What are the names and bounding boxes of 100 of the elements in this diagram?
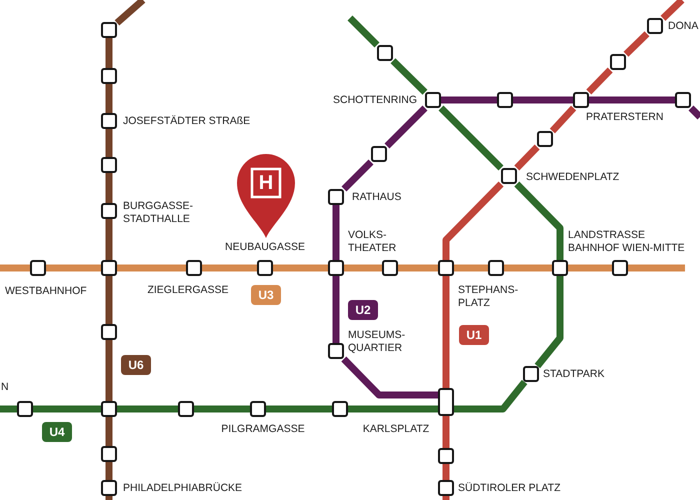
metro-line — [332, 205, 340, 260]
metro-line — [586, 68, 613, 94]
metro-line — [513, 96, 573, 104]
metro-line — [660, 0, 684, 21]
metro-line — [454, 264, 488, 272]
station-name: PHILADELPHIABRÜCKE — [123, 482, 242, 495]
station-marker — [425, 92, 441, 108]
station-marker — [573, 92, 589, 108]
metro-line — [106, 276, 112, 324]
metro-line — [504, 264, 552, 272]
station-marker — [250, 401, 266, 417]
metro-line — [348, 16, 380, 48]
station-name: MUSEUMS- QUARTIER — [348, 329, 406, 355]
metro-line — [344, 264, 382, 272]
station-marker — [501, 168, 517, 184]
station-marker — [101, 446, 117, 462]
metro-line — [442, 416, 450, 448]
station-marker — [328, 343, 344, 359]
station-name: SCHOTTENRING — [333, 94, 417, 107]
hotel-pin: H — [237, 154, 295, 238]
station-marker — [332, 401, 348, 417]
station-name: KARLSPLATZ — [362, 423, 430, 436]
metro-line — [117, 264, 186, 272]
station-name: N — [1, 381, 9, 394]
station-marker — [186, 260, 202, 276]
line-badge: U1 — [459, 325, 489, 345]
metro-line — [266, 406, 332, 412]
metro-line — [106, 129, 112, 157]
line-badge: U6 — [121, 355, 151, 375]
station-name: LANDSTRASSE BAHNHOF WIEN-MITTE — [568, 229, 686, 255]
station-marker — [438, 388, 454, 416]
metro-line — [117, 406, 178, 412]
station-marker — [382, 260, 398, 276]
metro-line — [341, 356, 438, 398]
metro-line — [106, 496, 112, 500]
station-marker — [438, 260, 454, 276]
station-name: STADTPARK — [543, 368, 604, 381]
metro-line — [106, 462, 112, 480]
station-marker — [371, 146, 387, 162]
metro-line — [514, 144, 540, 170]
station-marker — [523, 366, 539, 382]
metro-line — [624, 31, 650, 57]
metro-line — [550, 106, 576, 134]
station-marker — [101, 401, 117, 417]
station-marker — [610, 54, 626, 70]
station-marker — [612, 260, 628, 276]
metro-line — [398, 264, 438, 272]
station-marker — [101, 22, 117, 38]
line-badge: U3 — [251, 285, 281, 305]
station-name: JOSEFSTÄDTER STRAßE — [123, 115, 250, 128]
station-marker — [17, 401, 33, 417]
station-name: SCHWEDENPLATZ — [526, 171, 620, 184]
metro-line — [442, 276, 450, 388]
station-name: NEUBAUGASSE — [225, 241, 305, 254]
station-marker — [488, 260, 504, 276]
metro-line — [454, 380, 528, 412]
metro-line — [332, 276, 340, 343]
station-name: PRATERSTERN — [586, 111, 664, 124]
station-marker — [101, 480, 117, 496]
metro-line — [114, 0, 146, 26]
metro-line — [534, 276, 564, 368]
station-marker — [101, 203, 117, 219]
station-marker — [377, 45, 393, 61]
metro-line — [442, 182, 504, 260]
metro-line — [589, 96, 675, 104]
station-marker — [438, 448, 454, 464]
metro-line — [438, 106, 504, 170]
metro-line — [0, 264, 30, 272]
station-marker — [537, 131, 553, 147]
station-marker — [30, 260, 46, 276]
station-marker — [178, 401, 194, 417]
metro-line — [273, 264, 328, 272]
metro-line — [106, 38, 112, 68]
station-name: STEPHANS- PLATZ — [458, 284, 520, 310]
metro-line — [348, 406, 438, 412]
line-badge: U2 — [348, 300, 378, 320]
metro-line — [106, 219, 112, 260]
station-name: RATHAUS — [352, 191, 402, 204]
station-marker — [675, 92, 691, 108]
metro-line — [194, 406, 250, 412]
metro-line — [46, 264, 101, 272]
station-marker — [101, 68, 117, 84]
metro-line — [33, 406, 101, 412]
station-marker — [438, 480, 454, 496]
station-marker — [552, 260, 568, 276]
metro-line — [688, 106, 700, 120]
station-name: VOLKS- THEATER — [348, 229, 398, 255]
metro-line — [0, 406, 17, 412]
metro-line — [442, 496, 450, 500]
metro-line — [441, 96, 497, 104]
metro-line — [202, 264, 257, 272]
station-marker — [101, 324, 117, 340]
metro-line — [568, 264, 612, 272]
station-name: WESTBAHNHOF — [5, 285, 87, 298]
metro-line — [442, 464, 450, 480]
metro-line — [106, 173, 112, 203]
station-name: DONA — [668, 20, 698, 33]
station-marker — [328, 260, 344, 276]
station-marker — [101, 157, 117, 173]
station-marker — [257, 260, 273, 276]
